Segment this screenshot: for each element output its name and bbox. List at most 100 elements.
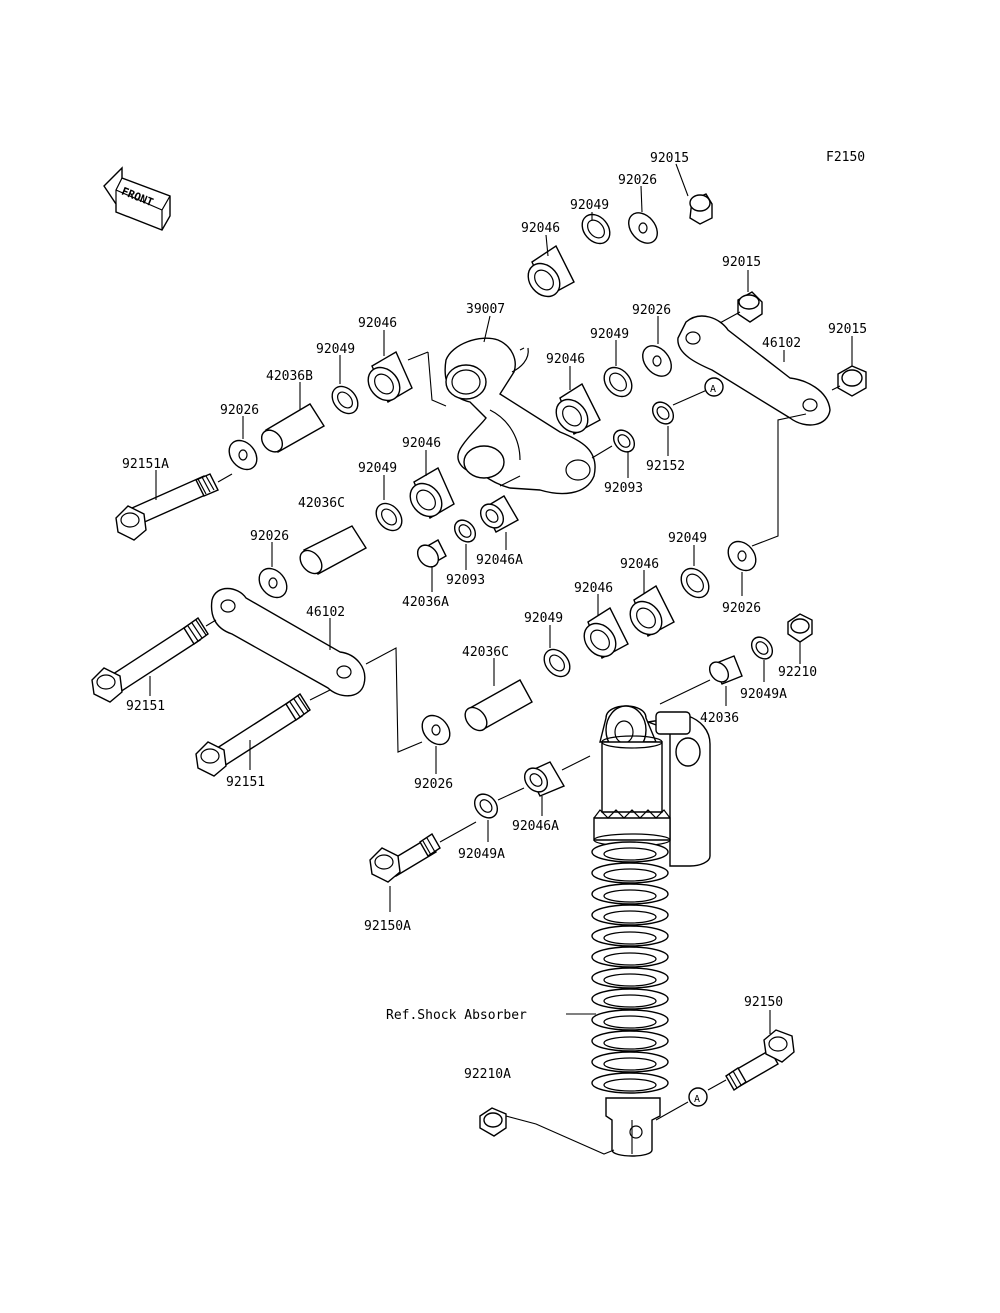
label-92210: 92210: [778, 665, 817, 680]
label-ref-shock: Ref.Shock Absorber: [386, 1008, 527, 1023]
diagram-code: F2150: [826, 150, 865, 165]
label-92046-center: 92046: [402, 436, 441, 451]
bearing-92046-top[interactable]: [522, 244, 575, 303]
collar-42036C-lower[interactable]: [461, 679, 533, 735]
label-92026-mid: 92026: [632, 303, 671, 318]
tie-rod-46102-left[interactable]: [210, 587, 366, 697]
nut-92015-top[interactable]: [689, 193, 713, 225]
label-42036B: 42036B: [266, 369, 313, 384]
spring-coil: [591, 904, 669, 926]
label-92150: 92150: [744, 995, 783, 1010]
spring-coil: [591, 862, 669, 884]
label-92151-lower: 92151: [226, 775, 265, 790]
label-92026-top: 92026: [618, 173, 657, 188]
label-92026-bottom: 92026: [414, 777, 453, 792]
bearing-92046A-upper[interactable]: [476, 495, 519, 533]
rocker-arm-39007[interactable]: [444, 337, 596, 495]
spring-coil: [591, 841, 669, 863]
spring-coil: [591, 967, 669, 989]
bolt-92151A[interactable]: [115, 473, 219, 541]
ref-marker-a-upper-label: A: [710, 384, 716, 395]
washer-92026-mid[interactable]: [637, 340, 677, 381]
label-92093-right: 92093: [604, 481, 643, 496]
label-92093-lower: 92093: [446, 573, 485, 588]
nut-92015-mid[interactable]: [737, 291, 763, 323]
collar-42036A[interactable]: [413, 539, 447, 571]
label-42036: 42036: [700, 711, 739, 726]
shock-absorber[interactable]: [591, 705, 711, 1157]
label-92046-upper-left: 92046: [358, 316, 397, 331]
nut-92210A[interactable]: [479, 1107, 507, 1137]
washer-92026-rr[interactable]: [723, 536, 762, 576]
label-42036A: 42036A: [402, 595, 449, 610]
bearing-92046-upper-left[interactable]: [362, 351, 413, 407]
label-92015-top: 92015: [650, 151, 689, 166]
washer-92026-left[interactable]: [224, 435, 263, 475]
seal-92049-upper-left[interactable]: [327, 381, 363, 418]
label-92049A-lower: 92049A: [458, 847, 505, 862]
label-92046A-upper: 92046A: [476, 553, 523, 568]
seal-92049-mid[interactable]: [599, 362, 638, 402]
washer-92026-lower-left[interactable]: [254, 563, 293, 603]
spring-coil: [591, 1072, 669, 1094]
collar-42036B[interactable]: [257, 403, 325, 456]
bolt-92151-upper[interactable]: [91, 616, 209, 703]
ref-marker-a-lower-label: A: [694, 1094, 700, 1105]
label-92046-rr: 92046: [620, 557, 659, 572]
seal-92049A-right[interactable]: [747, 633, 776, 663]
label-92049-top: 92049: [570, 198, 609, 213]
bearing-92046-center[interactable]: [404, 467, 455, 523]
washer-92026-top[interactable]: [623, 207, 663, 248]
seal-92093-lower[interactable]: [450, 516, 479, 546]
seal-92049-top[interactable]: [577, 209, 616, 249]
seal-92049A-lower[interactable]: [470, 790, 502, 823]
bearing-92046A-lower[interactable]: [520, 761, 566, 797]
spring-coil: [591, 1051, 669, 1073]
seal-92049-rm[interactable]: [539, 644, 575, 681]
seal-92049-rr[interactable]: [676, 563, 715, 603]
label-92049-mid: 92049: [590, 327, 629, 342]
spring-coil-inner: [603, 847, 657, 861]
label-92151A: 92151A: [122, 457, 169, 472]
spring-coil-inner: [603, 868, 657, 882]
seal-92093-right[interactable]: [609, 426, 638, 456]
label-46102-left: 46102: [306, 605, 345, 620]
spring-coil-inner: [603, 1015, 657, 1029]
tie-rod-46102-right[interactable]: [677, 315, 831, 426]
front-arrow-icon: FRONT: [103, 166, 171, 231]
label-42036C-lower: 42036C: [462, 645, 509, 660]
spring-coil-inner: [603, 931, 657, 945]
collar-42036C-upper[interactable]: [296, 525, 367, 578]
spring-coil-inner: [603, 910, 657, 924]
washer-92152[interactable]: [648, 398, 677, 428]
label-92210A: 92210A: [464, 1067, 511, 1082]
label-92049-rr: 92049: [668, 531, 707, 546]
label-92049-upper-left: 92049: [316, 342, 355, 357]
spring-coil-inner: [603, 1036, 657, 1050]
nut-92015-right[interactable]: [837, 365, 867, 397]
bearing-92046-mid[interactable]: [550, 382, 601, 439]
bolt-92151-lower[interactable]: [195, 692, 311, 777]
spring-coil: [591, 1009, 669, 1031]
bearing-92046-rr[interactable]: [624, 584, 675, 641]
label-92026-lower-left: 92026: [250, 529, 289, 544]
washer-92026-bottom[interactable]: [417, 710, 456, 750]
label-92151-upper: 92151: [126, 699, 165, 714]
label-39007: 39007: [466, 302, 505, 317]
label-92152: 92152: [646, 459, 685, 474]
ref-marker-a-lower: [688, 1087, 708, 1107]
spring-coil-inner: [603, 1078, 657, 1092]
seal-92049-center[interactable]: [371, 498, 407, 535]
bolt-92150[interactable]: [725, 1029, 795, 1091]
bolt-92150A[interactable]: [369, 833, 441, 883]
spring-coil-inner: [603, 1057, 657, 1071]
nut-92210[interactable]: [787, 613, 813, 643]
bearing-92046-rm[interactable]: [578, 606, 629, 663]
label-92046-rm: 92046: [574, 581, 613, 596]
collar-42036[interactable]: [706, 655, 743, 686]
ref-marker-a-upper: [704, 377, 724, 397]
label-92046-top: 92046: [521, 221, 560, 236]
spring-coil: [591, 925, 669, 947]
label-42036C-upper: 42036C: [298, 496, 345, 511]
spring-coil: [591, 883, 669, 905]
